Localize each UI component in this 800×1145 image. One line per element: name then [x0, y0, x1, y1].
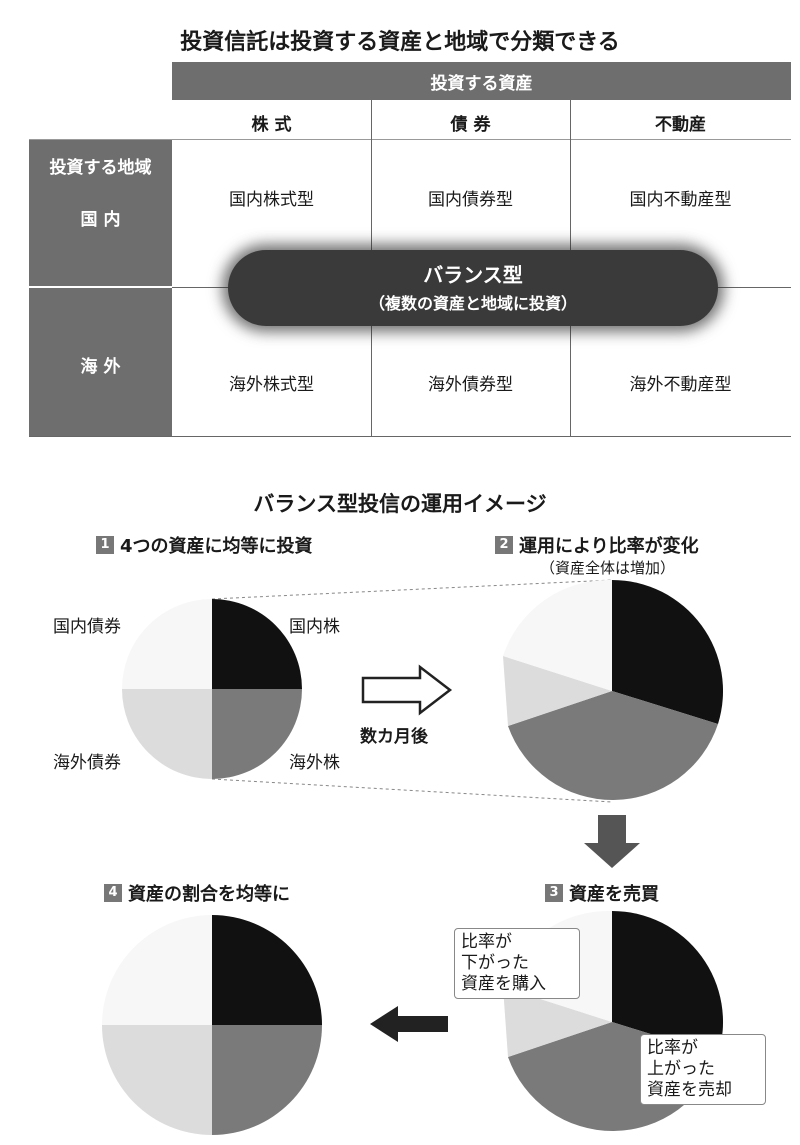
step-number: 3 — [545, 884, 563, 902]
step-3: 3 資産を売買 — [545, 880, 659, 906]
callout-line: 資産を購入 — [461, 974, 546, 994]
table-cell: 国内債券型 — [428, 190, 513, 210]
column-header-bond: 債 券 — [450, 115, 491, 135]
table-cell: 海外株式型 — [229, 375, 314, 395]
arrow-down-icon — [584, 815, 640, 868]
arrow-left-icon — [370, 1006, 448, 1042]
callout-line: 下がった — [461, 953, 529, 973]
step-number: 4 — [104, 884, 122, 902]
grid-line — [29, 139, 791, 140]
slice-domestic-stock — [212, 599, 302, 689]
slice-domestic-bond — [102, 915, 212, 1025]
column-header-stock: 株 式 — [251, 115, 292, 135]
balanced-type-badge: バランス型 （複数の資産と地域に投資） — [228, 250, 718, 326]
slice-domestic-stock — [612, 580, 724, 724]
slice-foreign-bond — [503, 987, 612, 1057]
step-label: 資産を売買 — [569, 884, 659, 905]
balanced-type-subtitle: （複数の資産と地域に投資） — [368, 294, 577, 313]
slice-foreign-stock — [212, 689, 302, 779]
step-2: 2 運用により比率が変化 — [495, 532, 699, 558]
slice-foreign-bond — [102, 1025, 212, 1135]
table-cell: 国内株式型 — [229, 190, 314, 210]
step-number: 2 — [495, 536, 513, 554]
table-cell: 海外不動産型 — [629, 375, 732, 395]
label-foreign-stock: 海外株 — [289, 753, 340, 773]
grid-line — [29, 436, 791, 437]
callout-line: 比率が — [461, 932, 512, 952]
label-domestic-bond: 国内債券 — [53, 617, 121, 637]
slice-foreign-stock — [212, 1025, 322, 1135]
slice-domestic-stock — [612, 911, 724, 1055]
step-1: 1 4つの資産に均等に投資 — [96, 532, 313, 558]
slice-domestic-stock — [212, 915, 322, 1025]
balanced-type-title: バランス型 — [423, 263, 523, 287]
region-foreign: 海 外 — [80, 357, 121, 377]
table-title: 投資信託は投資する資産と地域で分類できる — [180, 30, 620, 55]
label-domestic-stock: 国内株 — [289, 617, 340, 637]
callout-line: 上がった — [647, 1059, 715, 1079]
hollow-arrow-right-icon — [361, 664, 453, 716]
region-column — [29, 140, 172, 437]
step-2-note: （資産全体は増加） — [540, 559, 676, 577]
connector-line — [211, 778, 613, 803]
slice-foreign-stock — [508, 691, 718, 801]
table-cell: 国内不動産型 — [629, 190, 732, 210]
pie-rebalanced — [102, 915, 322, 1135]
callout-buy: 比率が 下がった 資産を購入 — [454, 928, 580, 999]
callout-sell: 比率が 上がった 資産を売却 — [640, 1034, 766, 1105]
connector-line — [211, 579, 613, 600]
step-number: 1 — [96, 536, 114, 554]
callout-line: 比率が — [647, 1038, 698, 1058]
step-label: 運用により比率が変化 — [519, 536, 699, 557]
pie-changed — [503, 579, 724, 801]
step-4: 4 資産の割合を均等に — [104, 880, 290, 906]
region-domestic: 国 内 — [80, 210, 121, 230]
slice-domestic-bond — [122, 599, 212, 689]
region-divider — [29, 286, 172, 288]
operation-title: バランス型投信の運用イメージ — [253, 492, 547, 516]
pie-initial — [122, 599, 302, 779]
slice-foreign-bond — [122, 689, 212, 779]
label-foreign-bond: 海外債券 — [53, 753, 121, 773]
column-header-realestate: 不動産 — [655, 115, 706, 135]
slice-domestic-bond — [503, 579, 612, 691]
step-label: 4つの資産に均等に投資 — [120, 536, 313, 557]
arrow-label: 数カ月後 — [360, 727, 428, 747]
slice-foreign-bond — [503, 656, 612, 726]
step-label: 資産の割合を均等に — [128, 884, 290, 905]
assets-header: 投資する資産 — [172, 62, 791, 100]
table-cell: 海外債券型 — [428, 375, 513, 395]
callout-line: 資産を売却 — [647, 1080, 732, 1100]
region-header: 投資する地域 — [49, 158, 152, 178]
